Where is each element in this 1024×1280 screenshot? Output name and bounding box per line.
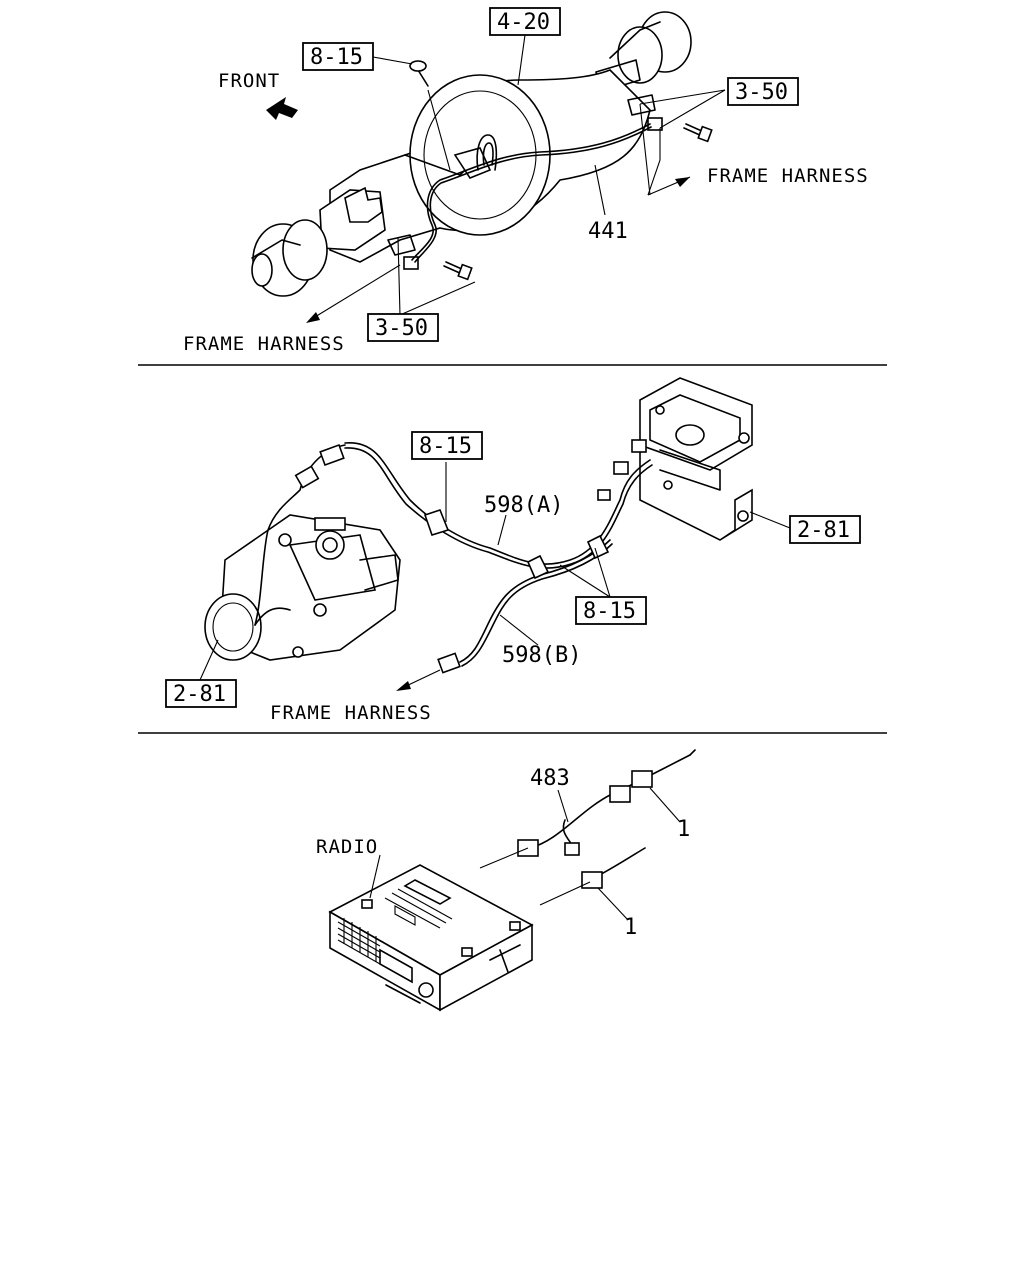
arrow-icon	[306, 312, 320, 323]
pump-drawing	[204, 514, 401, 661]
bracket-drawing	[639, 377, 753, 541]
ref-box	[411, 431, 483, 460]
radio-section: RADIO 483 1 1	[316, 749, 696, 1012]
ref-box	[489, 7, 561, 36]
frame-harness-left-label: FRAME HARNESS	[183, 333, 345, 355]
ref-2-81-left: 2-81	[173, 682, 226, 707]
part-598b-label: 598(B)	[502, 643, 581, 668]
connector-icon	[609, 785, 631, 803]
ref-8-15-top: 8-15	[419, 434, 472, 459]
connector-icon	[564, 842, 580, 856]
bolt-icon	[443, 261, 473, 281]
harness-441	[411, 123, 651, 261]
ref-8-15: 8-15	[310, 45, 363, 70]
ref-2-81-right: 2-81	[797, 518, 850, 543]
radio-label: RADIO	[316, 836, 378, 858]
harness-598a	[344, 442, 651, 565]
part-1-top-label: 1	[677, 817, 690, 842]
arrow-icon	[396, 681, 411, 691]
axle-housing-drawing	[251, 11, 692, 297]
frame-harness-right-label: FRAME HARNESS	[707, 165, 869, 187]
ref-3-50-bottom: 3-50	[375, 316, 428, 341]
pump-section: 8-15 8-15 2-81 2-81 598(A) 598(B) FRAME …	[165, 377, 861, 724]
front-arrow-icon	[266, 97, 298, 120]
ref-box	[165, 679, 237, 708]
bolt-icon	[409, 60, 429, 87]
ref-box	[302, 42, 374, 71]
ref-box	[789, 515, 861, 544]
front-label: FRONT	[218, 70, 280, 92]
connector-icon	[581, 871, 603, 889]
radio-drawing	[328, 864, 534, 1012]
ref-box	[367, 313, 439, 342]
part-441-label: 441	[588, 219, 628, 244]
part-1-bottom-label: 1	[624, 915, 637, 940]
frame-harness-label: FRAME HARNESS	[270, 702, 432, 724]
ref-4-20: 4-20	[497, 10, 550, 35]
ref-3-50-top: 3-50	[735, 80, 788, 105]
axle-section: FRONT	[183, 7, 869, 355]
ref-8-15-bottom: 8-15	[583, 599, 636, 624]
arrow-icon	[675, 177, 690, 187]
ref-box	[575, 596, 647, 625]
part-483-label: 483	[530, 766, 570, 791]
harness-598b	[459, 539, 611, 663]
ref-box	[727, 77, 799, 106]
bolt-icon	[683, 123, 713, 143]
part-598a-label: 598(A)	[484, 493, 563, 518]
connector-icon	[631, 770, 653, 788]
